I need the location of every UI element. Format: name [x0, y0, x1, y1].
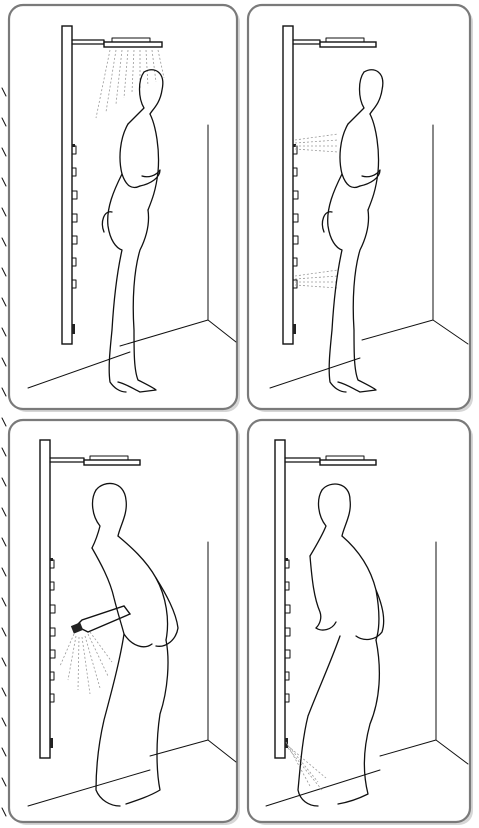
panel-overhead-rain-shower	[9, 5, 240, 412]
left-margin-ticks	[2, 88, 6, 816]
panel-hand-shower	[9, 420, 240, 825]
panel-lower-leg-jet	[248, 420, 473, 825]
panel-side-body-jets	[248, 5, 473, 412]
